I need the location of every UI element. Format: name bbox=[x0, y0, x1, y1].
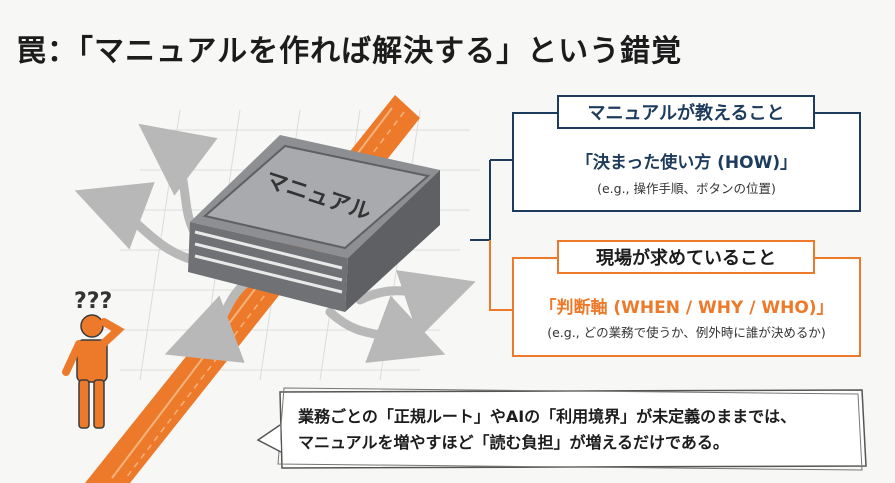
manual-teaches-main: 「決まった使い方 (HOW)」 bbox=[575, 153, 798, 173]
field-needs-main: 「判断軸 (WHEN / WHY / WHO)」 bbox=[539, 298, 834, 318]
gray-branch-arrows bbox=[74, 123, 476, 363]
field-needs-example: (e.g., どの業務で使うか、例外時に誰が決めるか) bbox=[547, 325, 826, 340]
callout-box bbox=[256, 387, 867, 471]
manual-book: マニュアル bbox=[188, 135, 440, 312]
conclusion-callout: 業務ごとの「正規ルート」やAIの「利用境界」が未定義のままでは、 マニュアルを増… bbox=[298, 404, 858, 456]
manual-teaches-heading: マニュアルが教えること bbox=[557, 95, 815, 129]
question-marks: ??? bbox=[74, 289, 112, 314]
page-title: 罠：「マニュアルを作れば解決する」という錯覚 bbox=[16, 34, 683, 69]
conclusion-line-1: 業務ごとの「正規ルート」やAIの「利用境界」が未定義のままでは、 bbox=[298, 407, 797, 426]
bracket-connector bbox=[470, 159, 512, 311]
conclusion-line-2: マニュアルを増やすほど「読む負担」が増えるだけである。 bbox=[298, 433, 729, 452]
manual-teaches-example: (e.g., 操作手順、ボタンの位置) bbox=[597, 181, 776, 196]
field-needs-heading: 現場が求めていること bbox=[557, 240, 815, 274]
confused-person bbox=[62, 314, 125, 429]
